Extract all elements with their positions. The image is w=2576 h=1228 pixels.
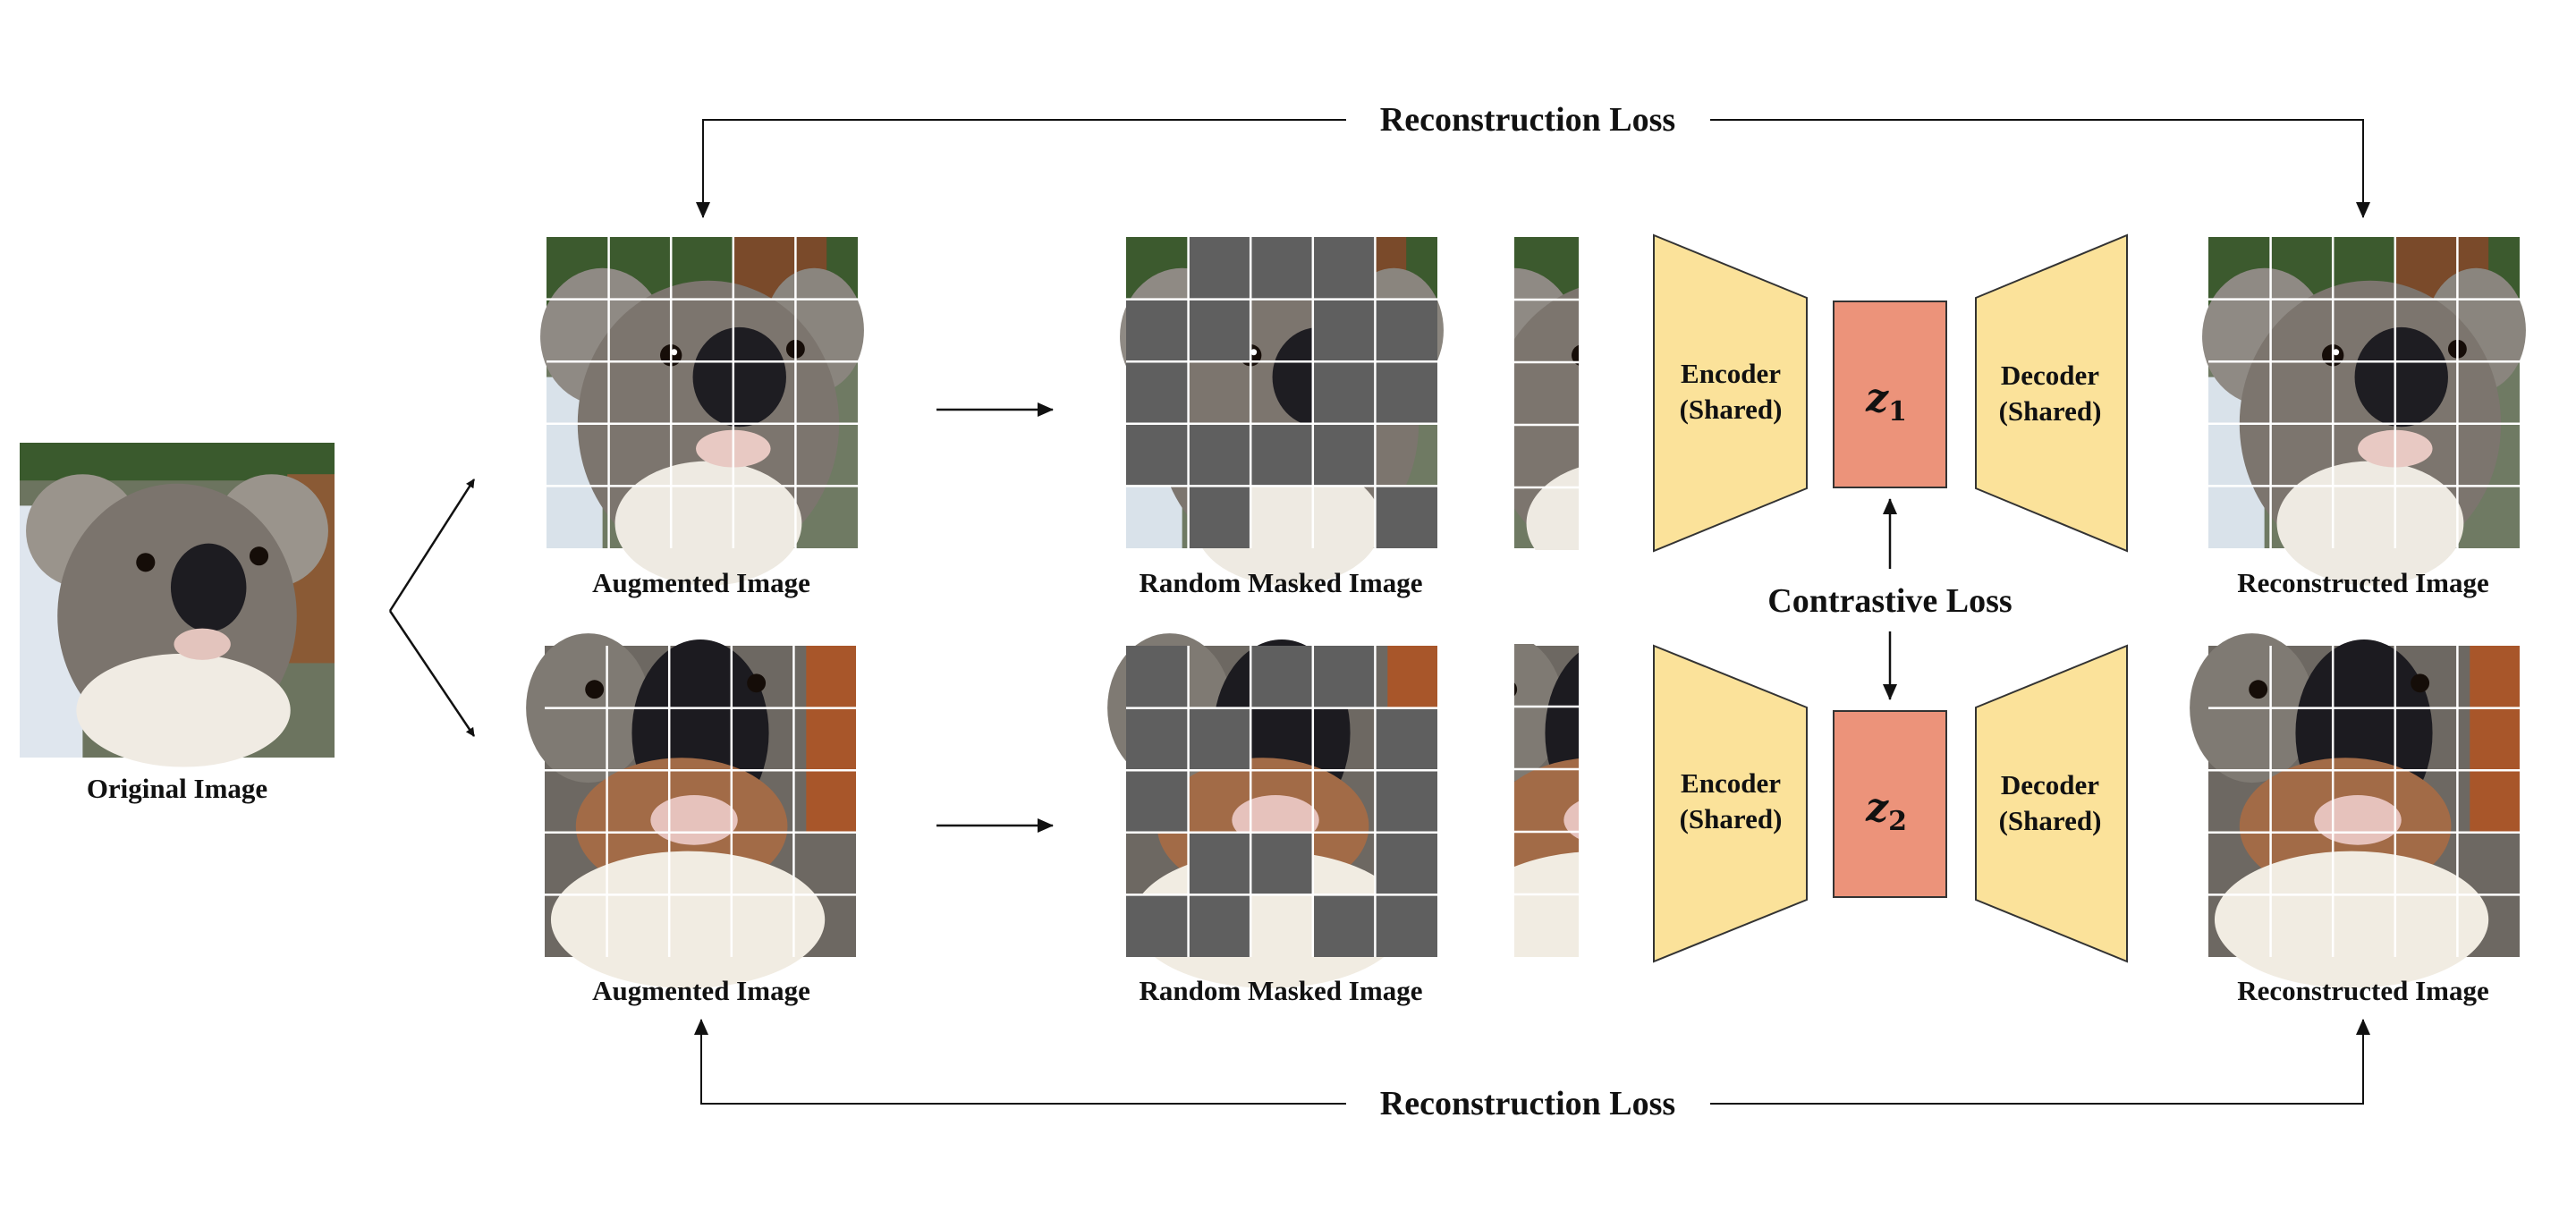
decoder-top-title: Decoder (2001, 360, 2099, 391)
masked-patch (1188, 832, 1251, 895)
visible-patches-bottom (1514, 644, 1579, 957)
masked-patch (1188, 707, 1251, 771)
augmented-image-bottom (526, 633, 856, 988)
masked-patch (1188, 237, 1251, 300)
masked-patch (1312, 423, 1376, 487)
masked-image-bottom (1107, 633, 1437, 988)
masked-patch (1312, 299, 1376, 362)
masked-patch (1375, 707, 1437, 771)
masked-patch (1375, 894, 1437, 957)
encoder-bottom-title: Encoder (1681, 767, 1781, 799)
reconstruction-loss-bottom-label: Reconstruction Loss (1380, 1085, 1675, 1122)
encoder-bottom-sub: (Shared) (1680, 803, 1783, 834)
contrastive-loss-label: Contrastive Loss (1767, 582, 2012, 620)
split-arrow-bottom (388, 610, 476, 737)
masked-patch (1126, 423, 1189, 487)
latent-z2-symbol: z2 (1865, 785, 1907, 837)
masked-patch (1126, 894, 1189, 957)
augmented-image-bottom-label: Augmented Image (592, 975, 810, 1006)
original-image-label: Original Image (87, 773, 267, 804)
masked-patch (1375, 486, 1437, 548)
patch-grid (545, 646, 856, 957)
masked-patch (1250, 832, 1313, 895)
patch-grid (2208, 237, 2520, 548)
masked-patch (1312, 646, 1376, 708)
latent-z1-symbol: z1 (1865, 376, 1907, 428)
masked-patch (1375, 770, 1437, 833)
encoder-bottom (1653, 644, 1808, 963)
masked-image-bottom-label: Random Masked Image (1140, 975, 1423, 1006)
reconstruction-loss-top-label: Reconstruction Loss (1380, 101, 1675, 139)
decoder-bottom-title: Decoder (2001, 769, 2099, 800)
masked-image-top-label: Random Masked Image (1140, 567, 1423, 598)
masked-image-top (1120, 237, 1444, 586)
masked-patch (1126, 646, 1189, 708)
masked-patch (1188, 894, 1251, 957)
decoder-bottom (1975, 644, 2128, 963)
reconstructed-image-top (2202, 237, 2526, 586)
masked-patch (1250, 237, 1313, 300)
patch-grid (1126, 237, 1437, 548)
reconstructed-image-bottom-label: Reconstructed Image (2237, 975, 2489, 1006)
masked-patch (1188, 423, 1251, 487)
encoder-top (1653, 233, 1808, 553)
mask-patches (1126, 646, 1437, 957)
augmented-image-top-label: Augmented Image (592, 567, 810, 598)
masked-patch (1126, 361, 1189, 424)
latent-z2 (1833, 710, 1947, 898)
masked-patch (1375, 299, 1437, 362)
reconstruction-loss-bottom-connector (694, 1019, 2370, 1105)
augmented-image-top (540, 237, 864, 586)
masked-patch (1312, 894, 1376, 957)
decoder-top-sub: (Shared) (1999, 395, 2102, 427)
masked-patch (1375, 361, 1437, 424)
visible-patches-top (1514, 237, 1579, 550)
patch-grid (547, 237, 858, 548)
split-arrow-top (388, 478, 476, 612)
masked-patch (1250, 423, 1313, 487)
encoder-top-sub: (Shared) (1680, 394, 1783, 425)
masked-patch (1188, 299, 1251, 362)
masked-patch (1126, 770, 1189, 833)
mask-patches (1126, 237, 1437, 548)
reconstructed-image-bottom (2190, 633, 2520, 988)
latent-z1 (1833, 301, 1947, 488)
reconstructed-image-top-label: Reconstructed Image (2237, 567, 2489, 598)
decoder-bottom-sub: (Shared) (1999, 805, 2102, 836)
masked-patch (1126, 299, 1189, 362)
masked-patch (1126, 707, 1189, 771)
patch-grid (2208, 646, 2520, 957)
masked-patch (1188, 486, 1251, 548)
patch-grid (1126, 646, 1437, 957)
reconstruction-loss-top-connector (696, 119, 2370, 218)
decoder-top (1975, 233, 2128, 553)
original-image (20, 443, 335, 767)
masked-patch (1375, 832, 1437, 895)
masked-patch (1250, 646, 1313, 708)
masked-patch (1312, 361, 1376, 424)
encoder-top-title: Encoder (1681, 358, 1781, 389)
masked-patch (1312, 237, 1376, 300)
